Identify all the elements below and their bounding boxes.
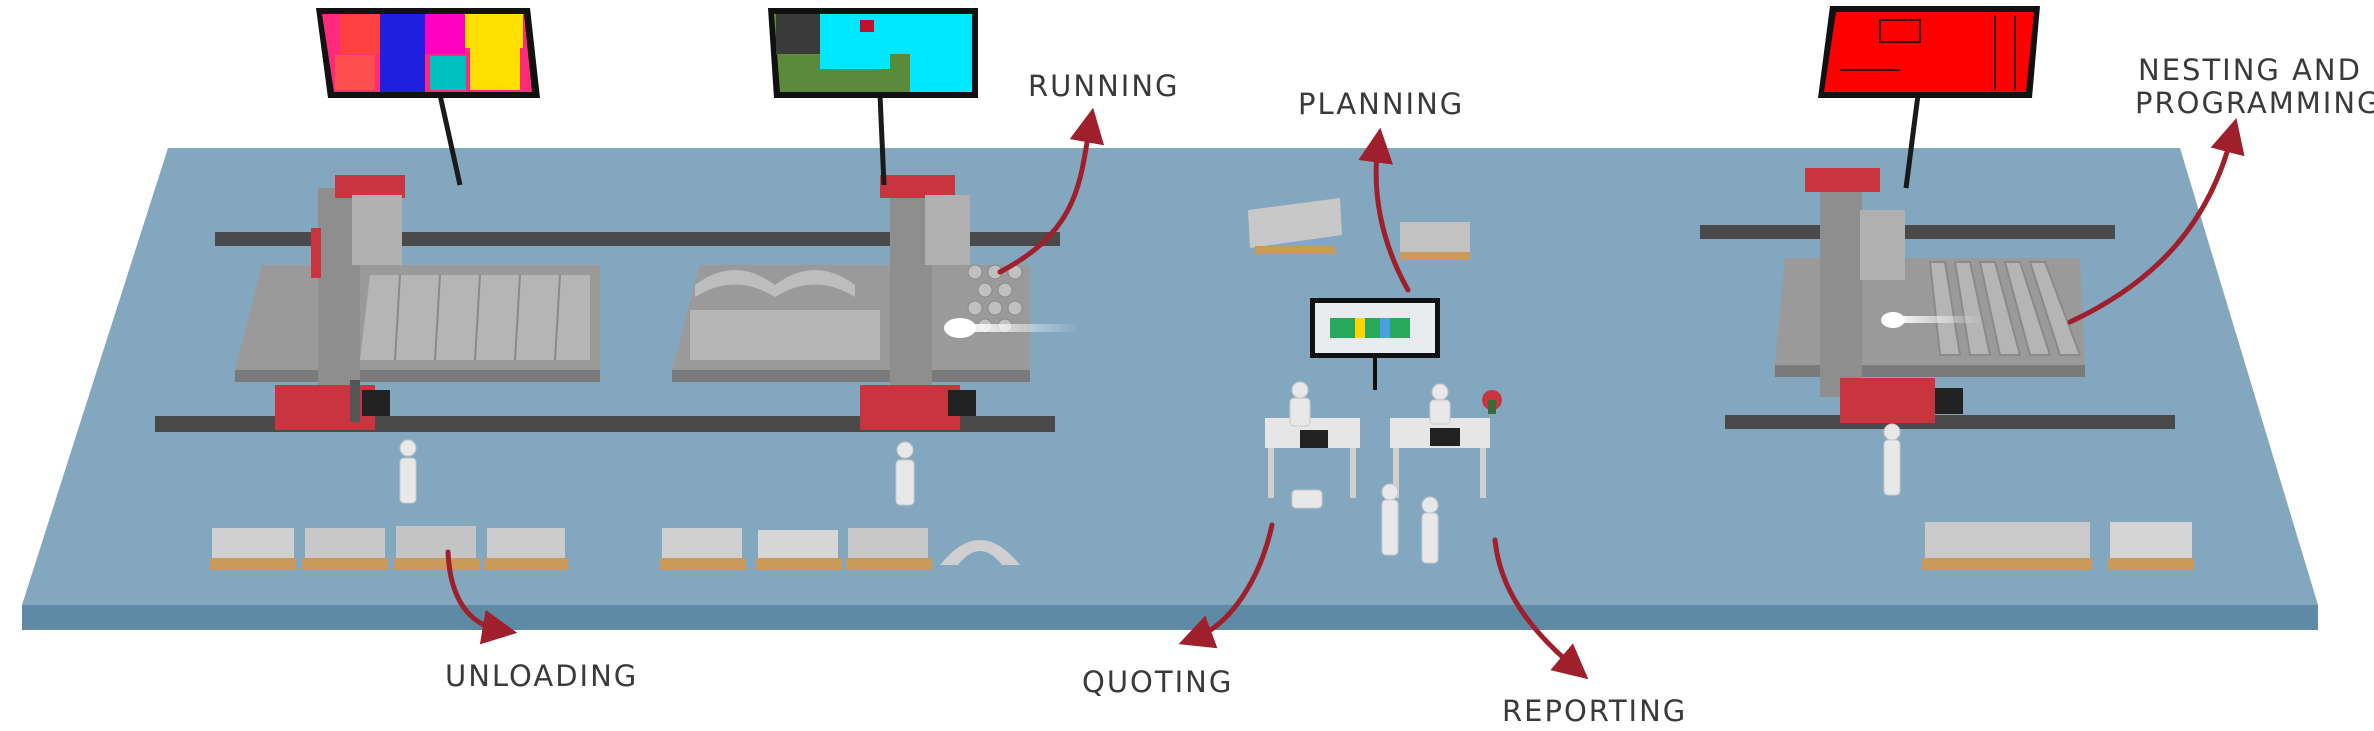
label-planning: PLANNING (1298, 87, 1465, 121)
display-2 (768, 8, 978, 186)
person-icon-4 (1429, 383, 1451, 425)
pallet-6 (756, 530, 842, 570)
person-icon-7 (1883, 423, 1901, 496)
label-nesting-line1: NESTING AND (2138, 53, 2362, 87)
curved-arrow-icon-planning (1358, 127, 1411, 293)
pallets (210, 522, 2194, 570)
floor (22, 148, 2318, 630)
curved-arrow-icon-unloading (445, 549, 518, 645)
pallet-5 (660, 528, 746, 570)
person-icon-2 (895, 441, 915, 506)
curved-arrow-icon-quoting (1178, 522, 1275, 649)
pallet-7 (846, 528, 932, 570)
chair-icon (1291, 489, 1323, 509)
curved-arrow-icon-reporting (1492, 537, 1589, 680)
label-nesting-line2: PROGRAMMING (2135, 86, 2374, 121)
label-quoting: QUOTING (1082, 665, 1234, 699)
person-icon-1 (399, 439, 417, 504)
person-icon-5 (1381, 483, 1399, 556)
cutting-machine-1 (155, 175, 1060, 432)
cutting-machine-2 (672, 175, 1080, 430)
arrows (445, 107, 2245, 680)
cutting-machine-3 (1700, 168, 2175, 429)
label-running: RUNNING (1028, 69, 1180, 103)
curved-arrow-icon-nesting (2067, 118, 2245, 325)
office-area (1248, 198, 1502, 498)
display-1 (316, 8, 540, 186)
pallet-2 (302, 528, 388, 570)
pallet-10 (2108, 522, 2194, 570)
label-unloading: UNLOADING (445, 659, 639, 693)
pallet-1 (210, 528, 296, 570)
label-reporting: REPORTING (1502, 694, 1688, 728)
person-icon-6 (1421, 496, 1439, 564)
person-icon-3 (1289, 381, 1311, 427)
pallet-4 (484, 528, 568, 570)
display-3 (1818, 6, 2040, 189)
pallet-8 (940, 540, 1020, 565)
curved-arrow-icon-running (997, 107, 1105, 275)
pallet-9 (1922, 522, 2092, 570)
people (399, 381, 1901, 564)
pallet-3 (394, 526, 480, 570)
label-nesting-programming: NESTING AND PROGRAMMING (2135, 53, 2374, 121)
